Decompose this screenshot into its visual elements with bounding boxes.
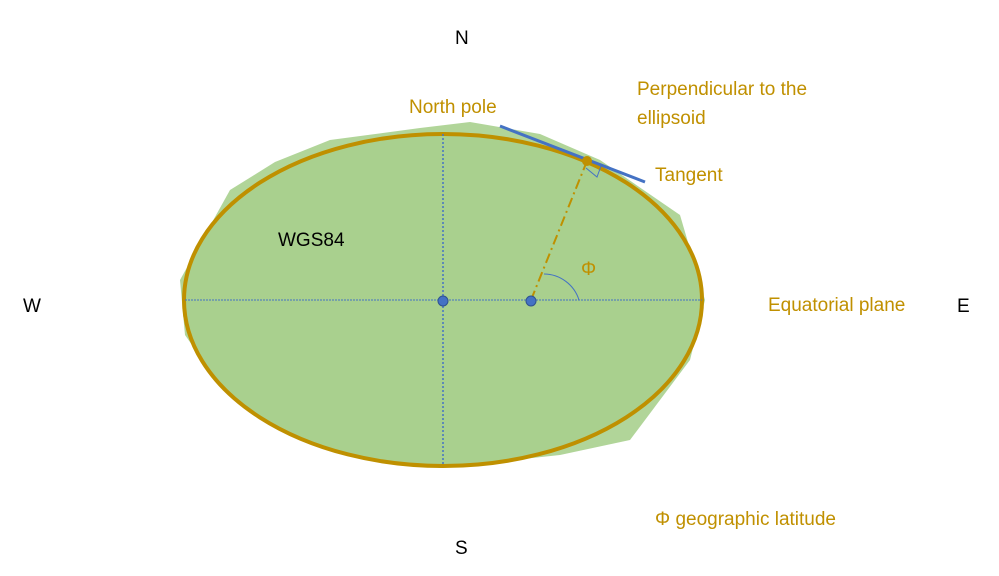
north-pole-label: North pole bbox=[409, 97, 497, 118]
normal-line bbox=[530, 160, 588, 301]
normal-origin-point bbox=[525, 295, 537, 307]
compass-south: S bbox=[455, 538, 468, 559]
compass-west: W bbox=[23, 296, 41, 317]
wgs84-label: WGS84 bbox=[278, 230, 345, 251]
compass-north: N bbox=[455, 28, 469, 49]
perpendicular-label-2: ellipsoid bbox=[637, 108, 706, 129]
surface-point bbox=[582, 156, 592, 166]
angle-phi-label: Φ bbox=[581, 259, 597, 280]
equatorial-plane-label: Equatorial plane bbox=[768, 295, 906, 316]
perpendicular-label-1: Perpendicular to the bbox=[637, 79, 808, 100]
compass-east: E bbox=[957, 296, 970, 317]
tangent-label: Tangent bbox=[655, 165, 723, 186]
legend-latitude: Φ geographic latitude bbox=[655, 509, 837, 530]
center-point bbox=[437, 295, 449, 307]
latitude-angle-arc bbox=[543, 273, 580, 301]
tangent-line bbox=[499, 124, 646, 184]
right-angle-marker bbox=[585, 165, 602, 178]
